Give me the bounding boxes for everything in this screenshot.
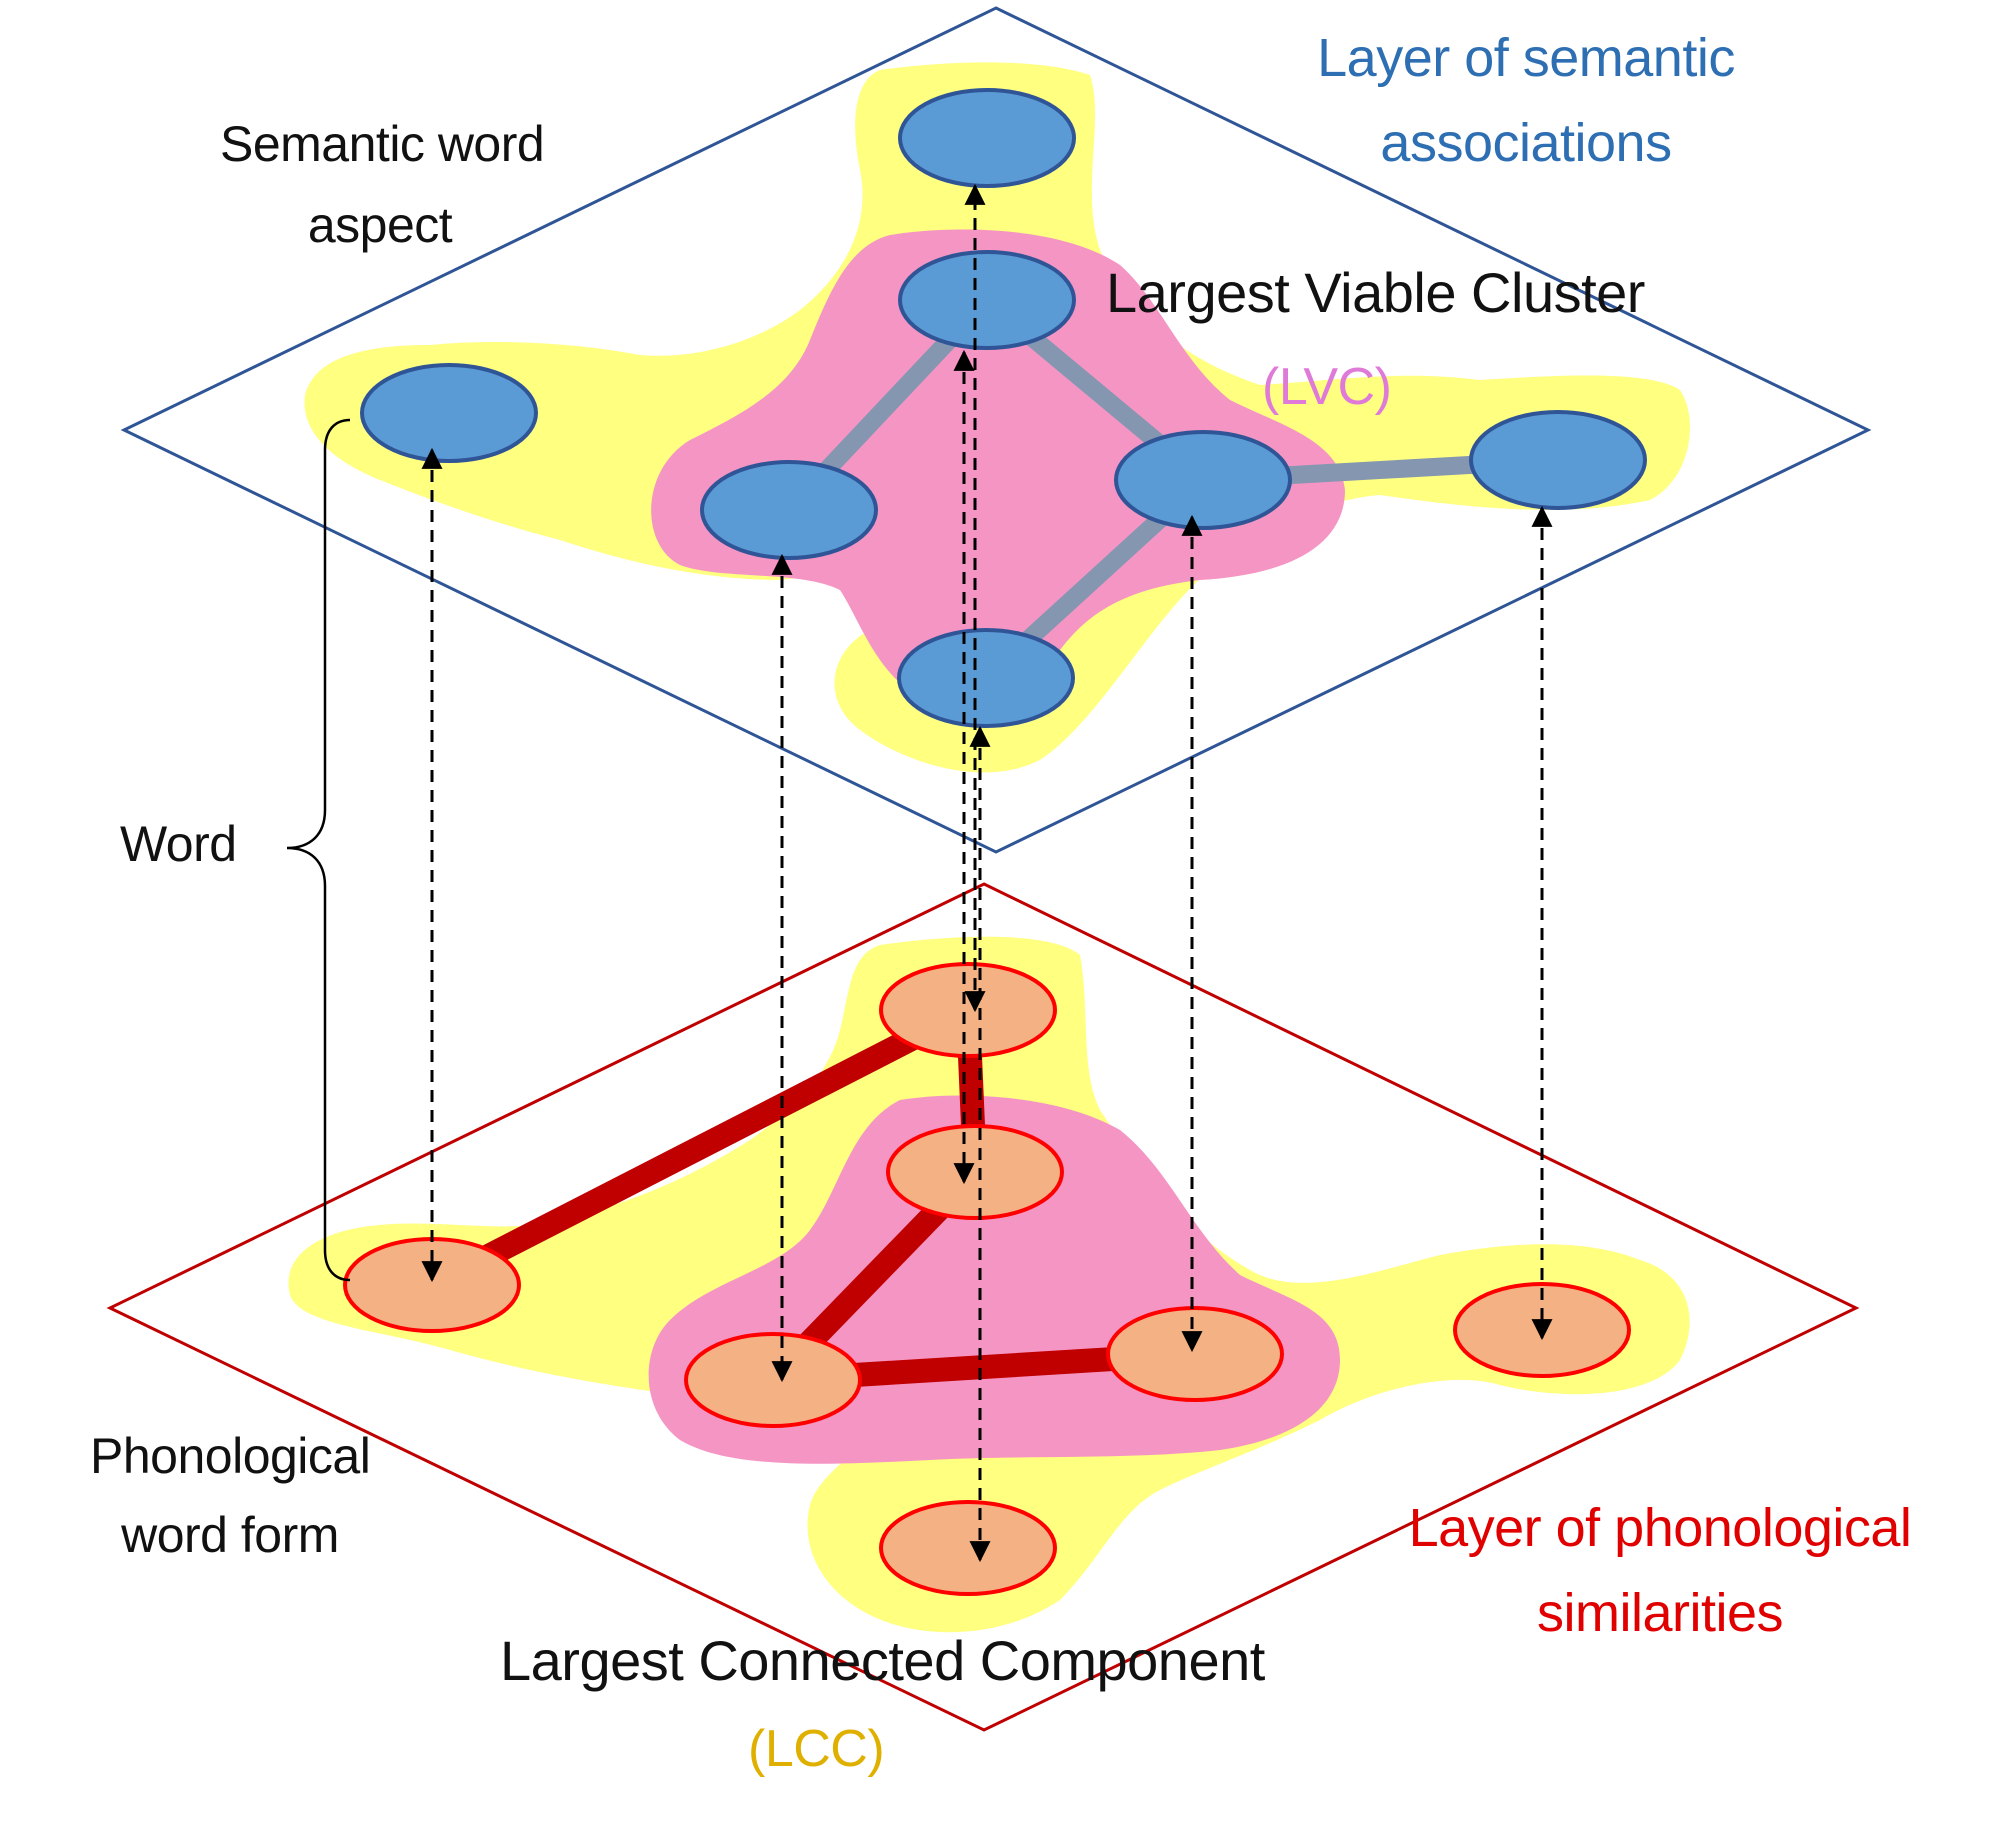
semantic-node	[700, 460, 878, 560]
lvc-name-label: Largest Viable Cluster	[1106, 261, 1645, 324]
semantic-layer-label: Layer of semantic associations	[1296, 30, 1756, 171]
lcc-abbr-label: (LCC)	[748, 1720, 885, 1778]
semantic-node	[897, 628, 1075, 728]
semantic-node	[1469, 410, 1647, 510]
phonological-node	[1106, 1306, 1284, 1402]
phonological-form-label-line2: word form	[121, 1506, 339, 1563]
semantic-layer-label-line1: Layer of semantic	[1317, 28, 1735, 88]
semantic-layer-plane	[120, 6, 1872, 854]
phonological-layer-label-line2: similarities	[1536, 1582, 1784, 1643]
phonological-edge	[426, 999, 974, 1296]
phonological-node	[684, 1332, 862, 1428]
semantic-aspect-label: Semantic word aspect	[220, 116, 545, 253]
semantic-node	[1114, 430, 1292, 530]
phonological-layer-label-line1: Layer of phonological	[1408, 1498, 1912, 1558]
phonological-node	[879, 962, 1057, 1058]
phonological-node	[879, 1500, 1057, 1596]
phonological-form-label-line1: Phonological	[90, 1428, 371, 1484]
phonological-layer-label: Layer of phonological similarities	[1400, 1500, 1920, 1641]
interlayer-links	[421, 183, 1553, 1563]
phonological-form-label: Phonological word form	[90, 1428, 371, 1563]
semantic-node	[898, 88, 1076, 188]
semantic-node	[360, 363, 538, 463]
phonological-nodes	[343, 962, 1631, 1596]
semantic-node	[898, 250, 1076, 350]
word-brace	[286, 418, 351, 1282]
semantic-aspect-label-line1: Semantic word	[220, 116, 545, 172]
lcc-name-label: Largest Connected Component	[500, 1629, 1265, 1692]
semantic-layer-label-line2: associations	[1380, 112, 1672, 173]
semantic-nodes	[360, 88, 1647, 728]
semantic-lvc-region	[651, 229, 1345, 706]
word-label: Word	[120, 816, 237, 872]
semantic-aspect-label-line2: aspect	[307, 196, 453, 253]
phonological-node	[886, 1124, 1064, 1220]
phonological-layer-plane	[106, 882, 1860, 1732]
lvc-abbr-label: (LVC)	[1262, 358, 1392, 416]
